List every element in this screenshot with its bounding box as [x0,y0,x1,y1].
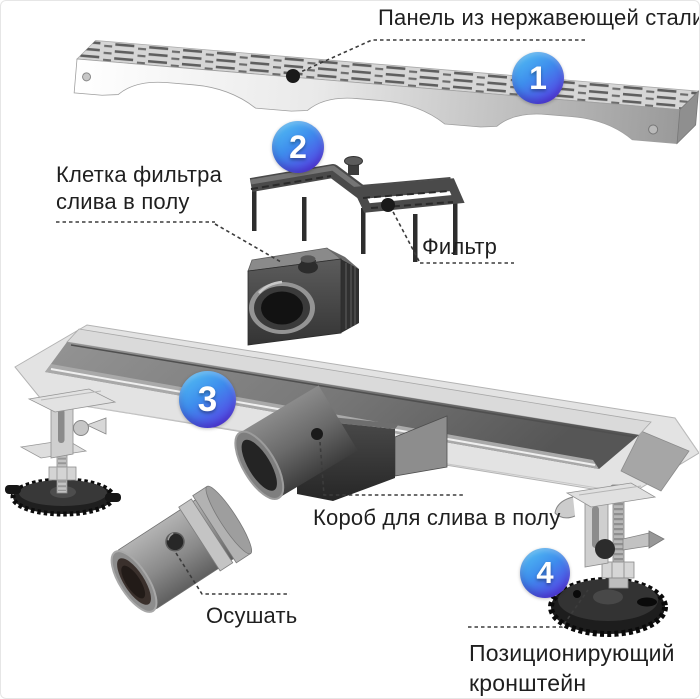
leader-dot-box [311,428,323,440]
label-filter-cage-line2: слива в полу [56,189,190,214]
leader-line-box [319,441,465,496]
leader-dot-filter [381,198,395,212]
badge-3: 3 [179,371,236,428]
leader-line-panel [295,39,585,75]
badge-1: 1 [512,52,564,104]
badge-2: 2 [272,121,324,173]
leader-dot-panel [286,69,300,83]
label-filter-cage: Клетка фильтра слива в полу [56,161,222,215]
label-positioning-bracket-line1: Позиционирующий [469,640,675,666]
stainless-steel-panel-illustration [73,40,699,145]
label-drain-box: Короб для слива в полу [313,505,561,530]
leader-dots [286,69,395,440]
drain-trap-box-illustration [247,247,359,346]
leader-line-cage [214,223,282,263]
leader-line-filter [390,207,420,262]
leader-line-bracket [468,589,589,628]
label-positioning-bracket: Позиционирующий кронштейн [469,638,675,698]
positioning-bracket-left-illustration [5,388,121,517]
label-panel: Панель из нержавеющей стали [378,5,700,30]
label-positioning-bracket-line2: кронштейн [469,670,587,696]
leader-lines [56,39,589,628]
badge-1-number: 1 [529,59,547,96]
badge-4: 4 [520,548,570,598]
positioning-bracket-right-illustration [548,482,668,637]
label-filter: Фильтр [422,234,498,259]
leader-line-drain [175,552,290,595]
badge-3-number: 3 [197,379,218,419]
badge-2-number: 2 [289,128,307,165]
badge-4-number: 4 [536,555,554,590]
label-drain: Осушать [206,603,298,628]
pipe-adapter-illustration [110,485,252,613]
drain-outlet-illustration [234,385,448,501]
label-filter-cage-line1: Клетка фильтра [56,162,223,187]
